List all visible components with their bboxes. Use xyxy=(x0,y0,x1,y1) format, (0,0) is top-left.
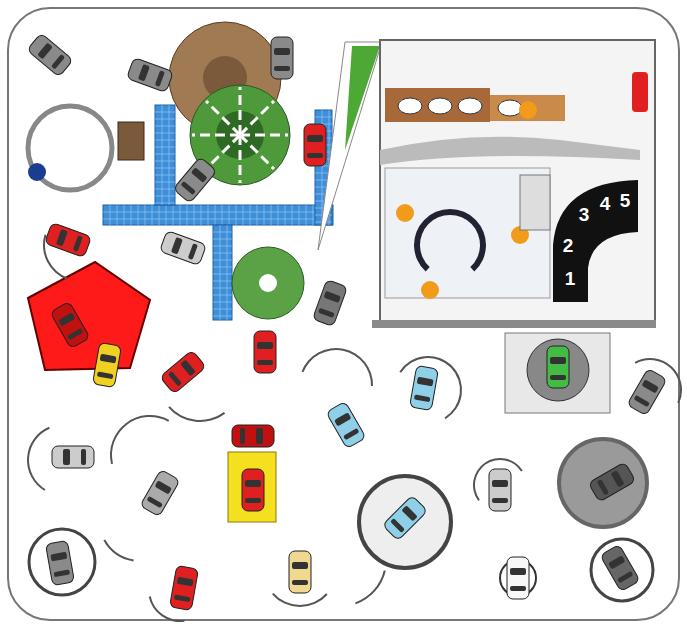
car xyxy=(27,33,73,77)
lounge xyxy=(385,168,550,298)
orange-table xyxy=(519,101,537,119)
car xyxy=(382,495,427,540)
guide-arc xyxy=(168,406,225,422)
car xyxy=(326,401,366,448)
guide-arc xyxy=(103,540,133,562)
car xyxy=(127,57,174,92)
guide-arc xyxy=(27,427,50,491)
spoke xyxy=(206,135,240,169)
car xyxy=(232,425,274,447)
track-number: 5 xyxy=(620,191,631,210)
building xyxy=(380,40,655,322)
stairs xyxy=(520,175,550,230)
car xyxy=(140,469,180,516)
car xyxy=(312,280,347,327)
car xyxy=(46,540,75,585)
guide-arc xyxy=(302,348,373,386)
car xyxy=(160,350,206,394)
car xyxy=(52,446,94,468)
tile-path xyxy=(155,105,175,205)
orange-table xyxy=(421,281,439,299)
spoke xyxy=(239,135,242,183)
car xyxy=(93,342,122,387)
spoke xyxy=(240,134,288,137)
guide-arc xyxy=(355,570,386,604)
guide-arc xyxy=(399,356,462,419)
counter-arc xyxy=(414,209,486,272)
car xyxy=(289,551,311,593)
car xyxy=(50,301,90,348)
spoke xyxy=(239,87,242,135)
car xyxy=(304,124,326,166)
track-number: 3 xyxy=(579,205,590,224)
wood-floor xyxy=(385,88,490,122)
center-disc xyxy=(259,274,277,292)
turntable xyxy=(359,476,451,568)
track-number: 2 xyxy=(563,236,574,255)
car xyxy=(170,565,199,610)
stand xyxy=(505,333,610,413)
track xyxy=(553,180,638,302)
red-platform xyxy=(28,262,150,370)
car xyxy=(254,331,276,373)
car xyxy=(45,222,92,257)
planter xyxy=(118,122,144,160)
car xyxy=(627,368,667,415)
tile-path xyxy=(213,225,232,320)
display-pad xyxy=(228,452,276,522)
car xyxy=(489,469,511,511)
spoke xyxy=(240,135,274,169)
green-platform xyxy=(232,247,304,319)
table xyxy=(398,98,422,114)
car xyxy=(271,37,293,79)
table xyxy=(428,98,452,114)
car xyxy=(410,365,439,410)
spoke xyxy=(192,134,240,137)
tile-grid xyxy=(213,225,232,320)
car xyxy=(173,157,217,203)
car xyxy=(507,557,529,599)
turntable xyxy=(559,439,647,527)
car-red-wall xyxy=(632,72,648,112)
car xyxy=(600,544,640,591)
orange-table xyxy=(396,204,414,222)
blue-dot xyxy=(28,163,46,181)
tile-grid xyxy=(103,205,333,225)
table xyxy=(458,98,482,114)
ring-stand xyxy=(28,106,112,190)
car xyxy=(547,346,569,388)
track-number: 1 xyxy=(565,269,576,288)
spoke xyxy=(206,101,240,135)
spoke xyxy=(240,101,274,135)
table xyxy=(498,100,522,116)
wood-floor xyxy=(490,95,565,121)
track-number: 4 xyxy=(600,194,611,213)
guide-arc xyxy=(110,415,169,464)
tile-path xyxy=(103,205,333,225)
tile-grid xyxy=(155,105,175,205)
car xyxy=(160,230,207,265)
guide-arc xyxy=(272,593,328,607)
car xyxy=(242,469,264,511)
green-strip xyxy=(318,42,382,250)
turntable xyxy=(591,539,653,601)
hall-outline xyxy=(8,8,679,620)
car xyxy=(588,462,635,502)
walkway xyxy=(380,137,640,165)
green-strip xyxy=(345,46,380,150)
base-bar xyxy=(372,320,656,328)
turntable xyxy=(29,529,95,595)
turntable xyxy=(527,339,589,401)
